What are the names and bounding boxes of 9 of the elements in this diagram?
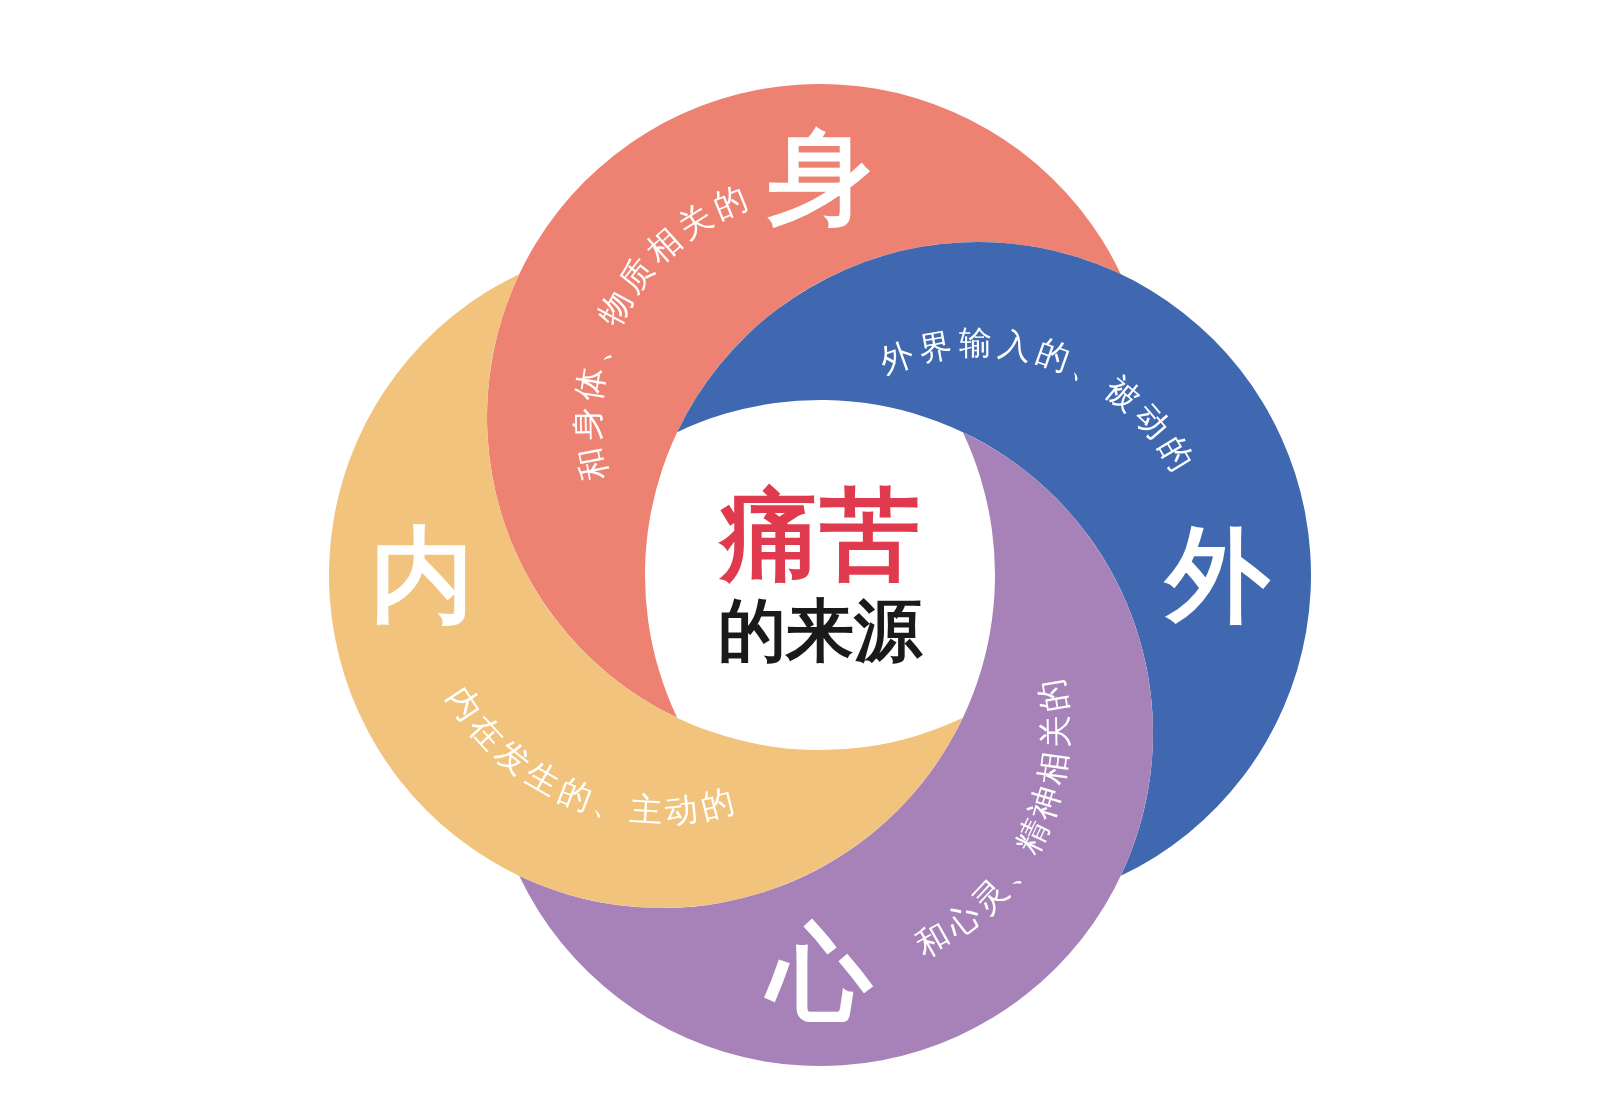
large-character: 身 <box>768 125 872 229</box>
large-character: 外 <box>1166 523 1270 627</box>
curved-caption: 外界输入的、被动的 <box>874 323 1204 482</box>
curved-caption: 内在发生的、主动的 <box>439 679 744 831</box>
large-character: 内 <box>370 523 474 627</box>
curved-caption: 和心灵、精神相关的 <box>908 671 1076 965</box>
center-subtitle: 的来源 <box>718 597 922 665</box>
curved-caption: 和身体、物质相关的 <box>567 176 758 484</box>
center-title: 痛苦 <box>720 485 920 585</box>
